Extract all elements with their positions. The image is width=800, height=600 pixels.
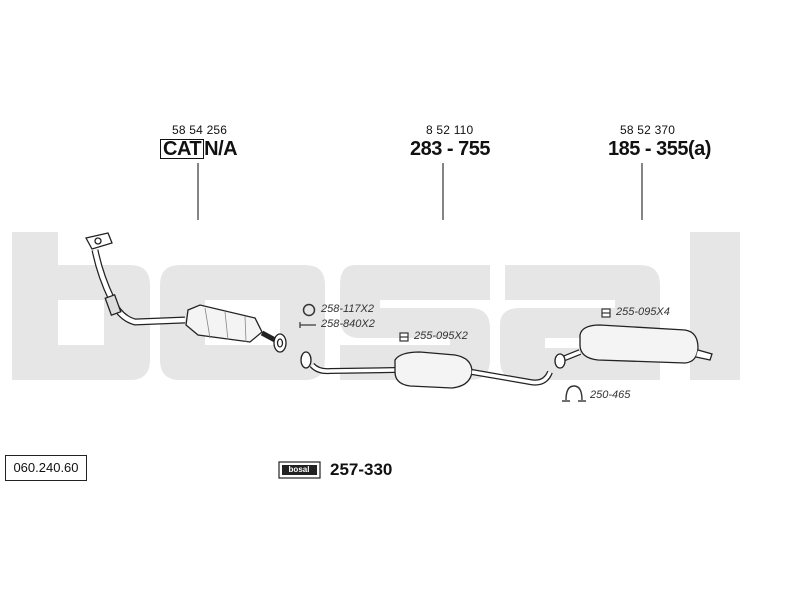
mounting-kit-logo (278, 461, 321, 479)
fitting-code: 258-117X2 (321, 303, 375, 315)
part-number-cat-value: N/A (204, 138, 238, 160)
part-number-middle: 283 - 755 (410, 138, 491, 160)
oem-number-cat: 58 54 256 (172, 123, 228, 137)
rear-silencer-assembly (554, 324, 713, 369)
catalytic-converter-assembly (85, 232, 287, 353)
fitting-code: 255-095X2 (414, 330, 468, 342)
fitting-code: 255-095X4 (616, 306, 670, 318)
fitting-code: 258-840X2 (321, 318, 375, 330)
bolt-icon (299, 322, 316, 328)
mounting-kit-part-number: 257-330 (330, 460, 393, 479)
clamp-icon (601, 308, 611, 318)
oem-number-middle: 8 52 110 (426, 123, 474, 137)
rubber-mount-icon (562, 385, 586, 402)
part-number-rear: 185 - 355(a) (608, 138, 711, 160)
reference-number: 060.240.60 (5, 455, 87, 481)
cat-badge: CAT (160, 139, 205, 159)
watermark-logo (12, 232, 740, 380)
clamp-icon (399, 332, 409, 342)
middle-silencer-assembly (300, 351, 553, 389)
oem-number-rear: 58 52 370 (620, 123, 676, 137)
mounting-kit-logo-text: bosal (288, 465, 310, 474)
gasket-ring-icon (302, 303, 316, 317)
fitting-code: 250-465 (590, 389, 631, 401)
